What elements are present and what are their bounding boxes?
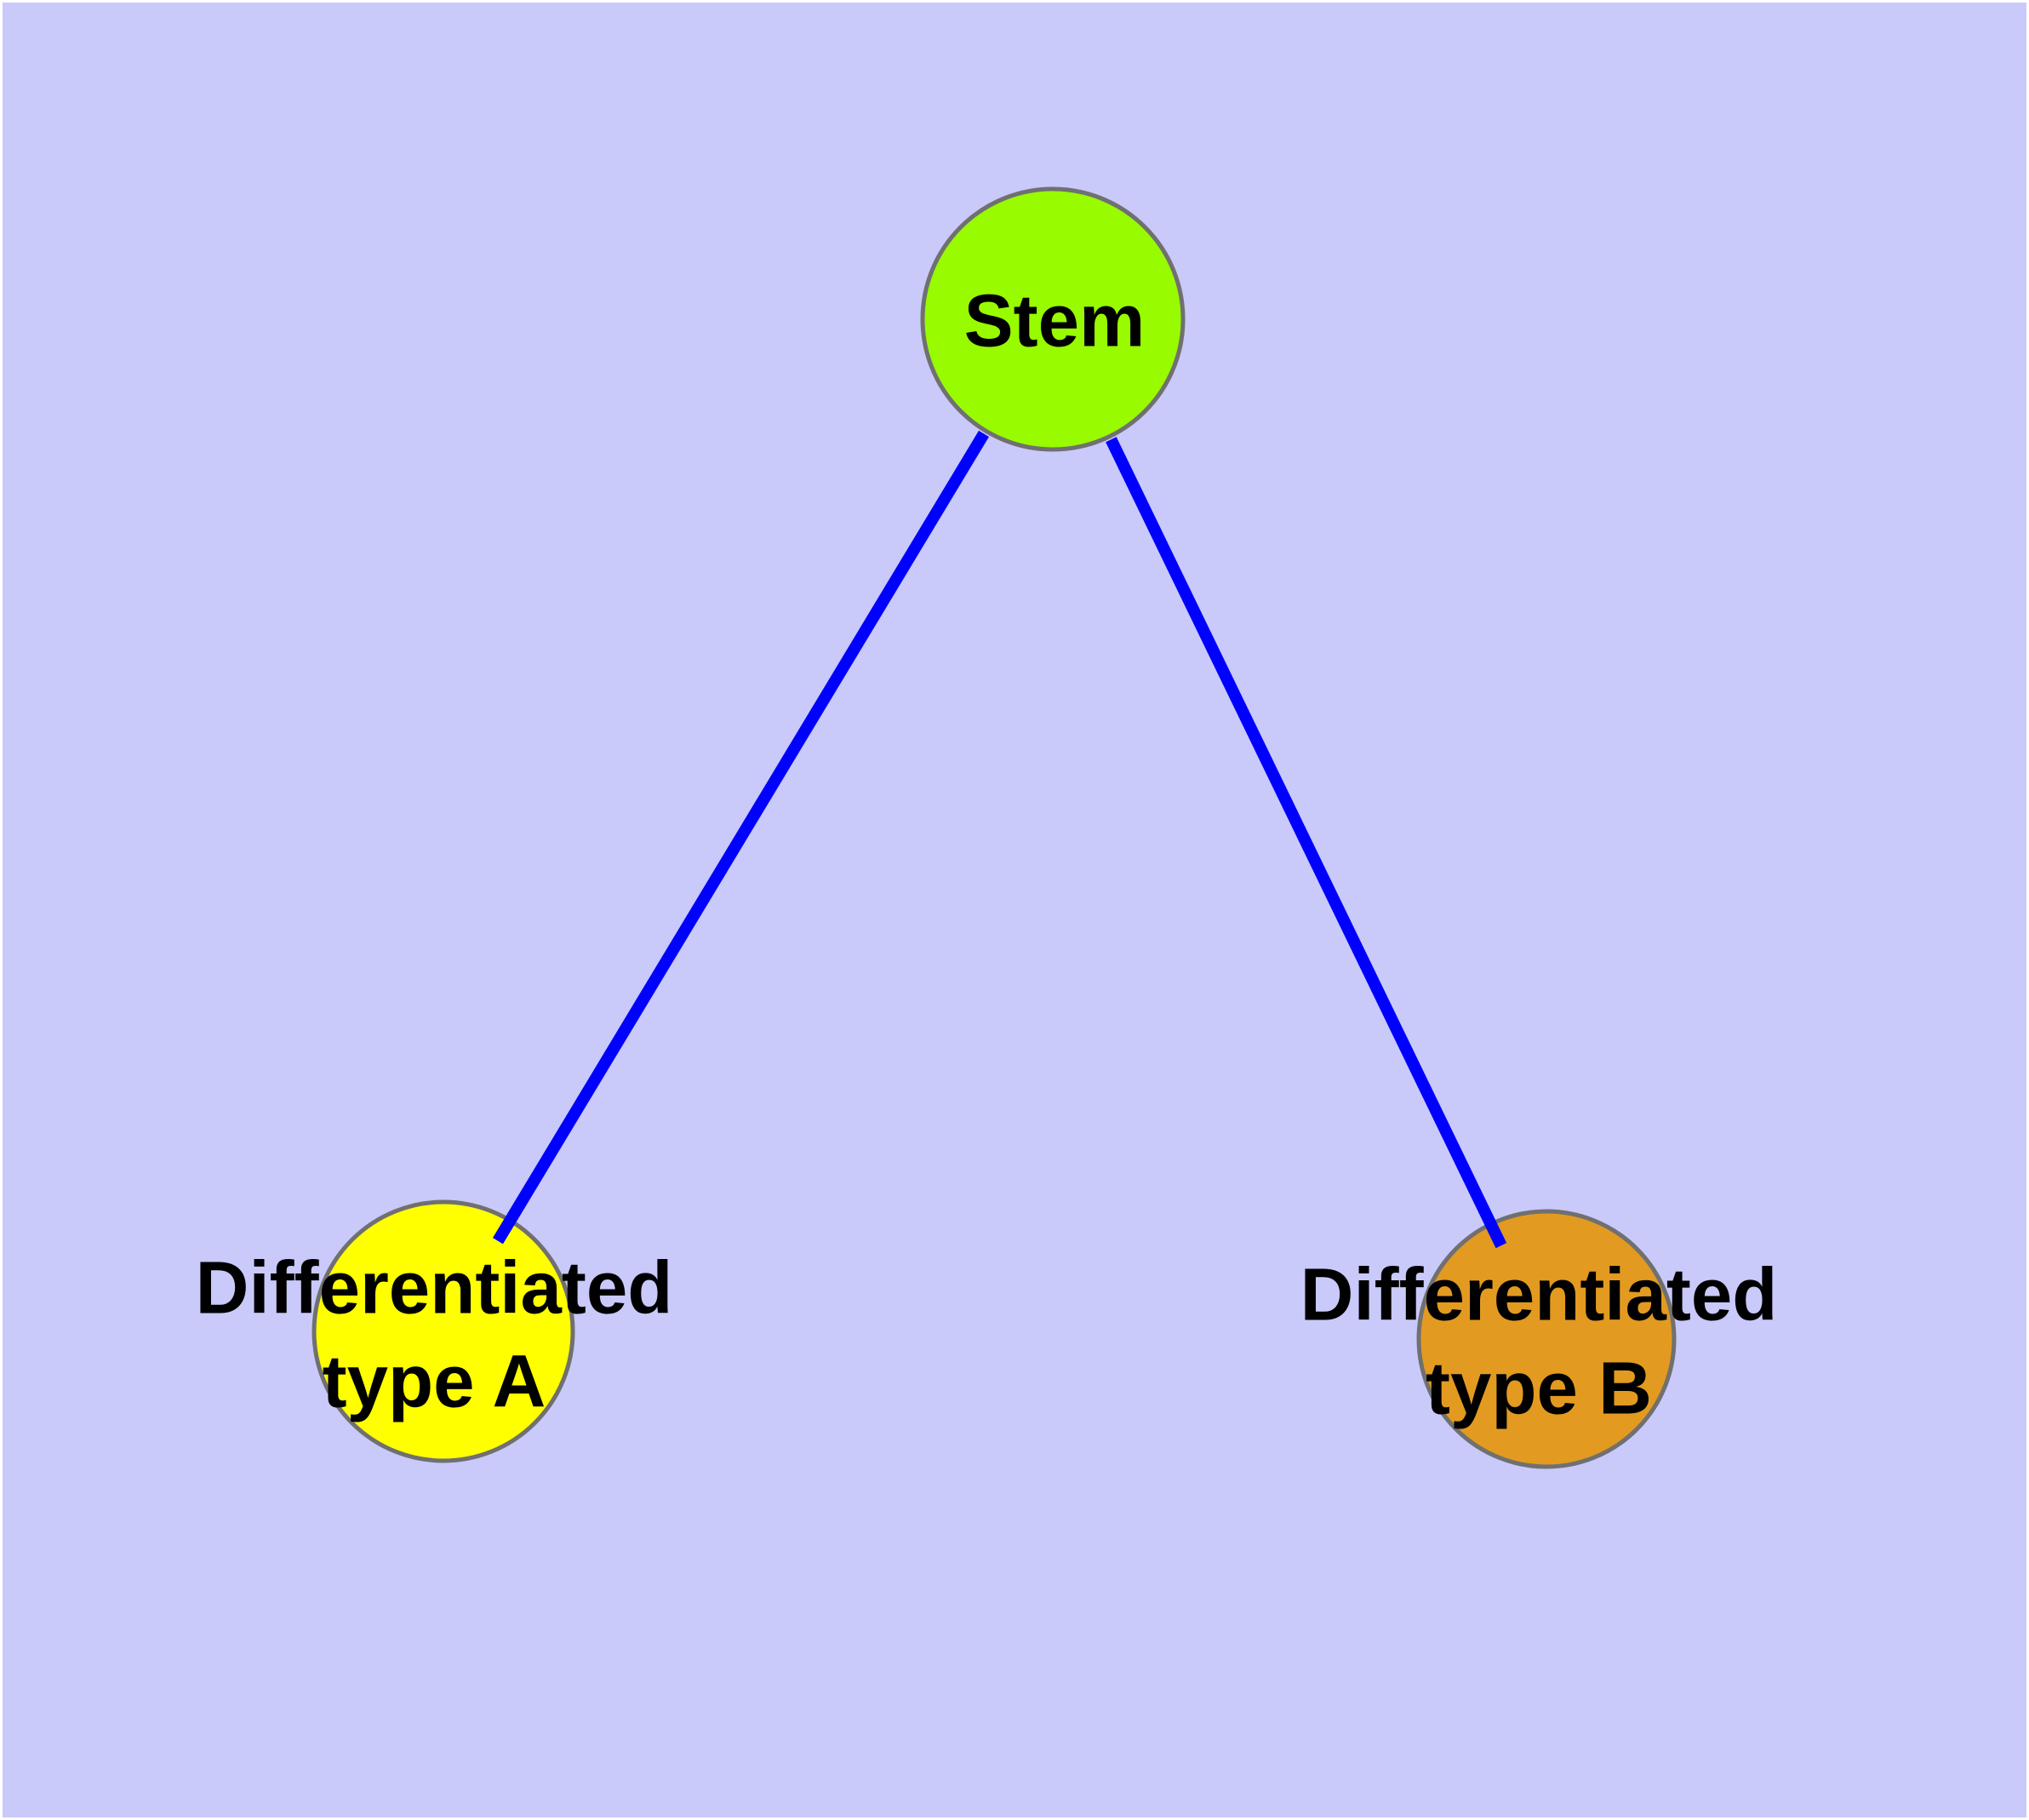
node-differentiated-type-a xyxy=(311,1199,575,1463)
edge-stem-to-type-b xyxy=(1106,437,1507,1249)
edge-stem-to-type-a xyxy=(492,430,990,1245)
node-differentiated-type-b xyxy=(1416,1209,1677,1469)
node-label-differentiated-type-a-line-1: Differentiated xyxy=(196,1247,673,1330)
node-label-differentiated-type-b-line-2: type B xyxy=(1426,1348,1652,1430)
node-stem xyxy=(920,186,1186,452)
node-label-stem-line-1: Stem xyxy=(964,280,1146,363)
node-label-differentiated-type-a-line-2: type A xyxy=(323,1341,546,1423)
node-label-differentiated-type-b-line-1: Differentiated xyxy=(1300,1254,1778,1336)
